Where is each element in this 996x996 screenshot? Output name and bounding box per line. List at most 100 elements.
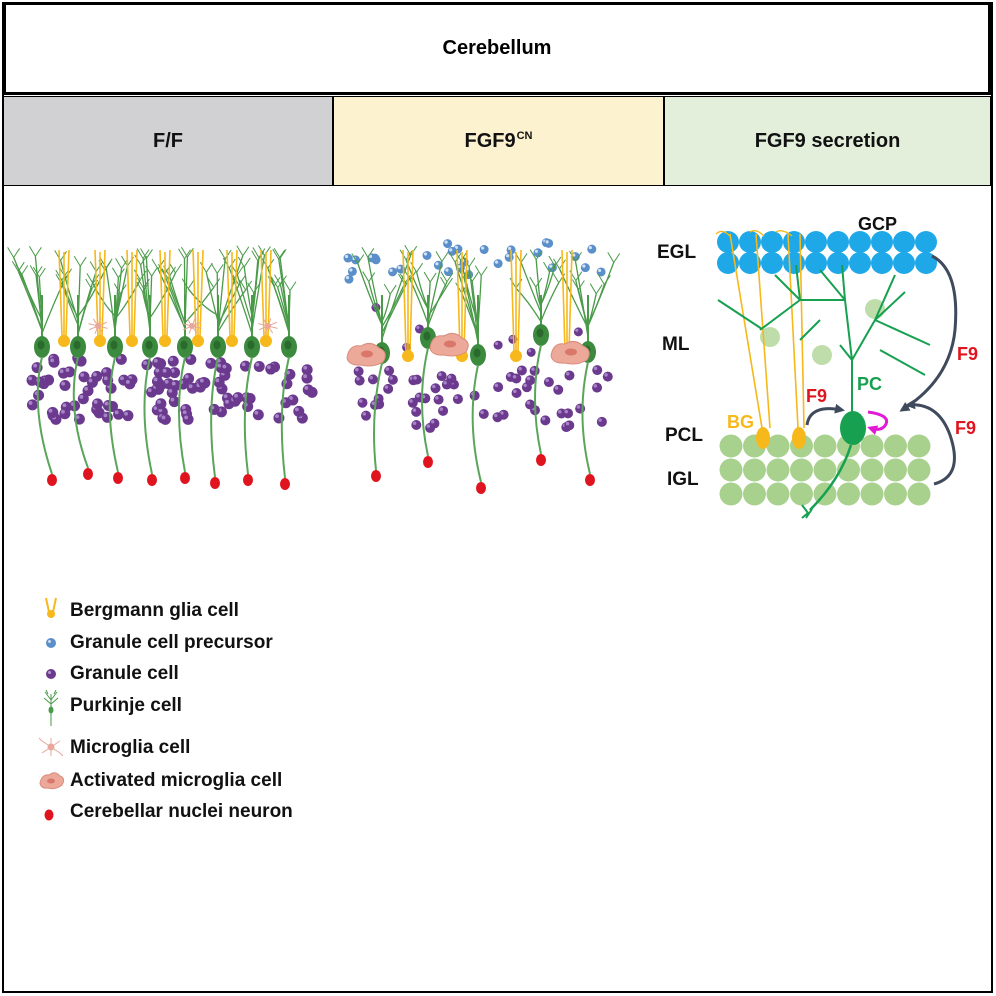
granule-cell xyxy=(63,366,75,378)
granule-cell xyxy=(529,365,540,376)
granule-cell xyxy=(884,434,907,458)
panel-ff-illustration xyxy=(7,245,318,490)
granule-cell xyxy=(596,416,607,427)
granule-cell xyxy=(540,415,551,426)
granule-precursor xyxy=(587,244,597,254)
granule-cell xyxy=(907,458,931,482)
granule-cell xyxy=(242,401,254,413)
column-header-fgf9-secretion: FGF9 secretion xyxy=(664,96,991,186)
granule-precursor xyxy=(871,252,893,274)
secretion-arrow-to-bg xyxy=(805,403,845,426)
granule-cell xyxy=(46,407,58,419)
granule-cell xyxy=(436,371,447,382)
granule-cell xyxy=(293,405,305,417)
cerebellar-nuclei-neuron xyxy=(47,474,57,486)
granule-cell xyxy=(220,362,232,374)
granule-cell xyxy=(91,370,103,382)
cerebellar-nuclei-neuron xyxy=(536,454,546,466)
granule-cell xyxy=(526,347,536,357)
panel-fgf9cn-illustration xyxy=(343,238,621,494)
cerebellar-nuclei-neuron xyxy=(585,474,595,486)
granule-cell xyxy=(760,327,780,347)
granule-precursor xyxy=(580,263,590,273)
bergmann-glia xyxy=(58,249,70,347)
granule-cell xyxy=(602,371,613,382)
legend-label: Purkinje cell xyxy=(70,695,182,716)
granule-cell xyxy=(26,399,38,411)
microglia-icon xyxy=(38,737,64,757)
granule-cell xyxy=(301,372,313,384)
purkinje-cell xyxy=(7,246,73,475)
granule-precursor xyxy=(805,231,827,253)
granule-cell xyxy=(152,357,164,369)
granule-cell xyxy=(198,377,210,389)
granule-cell xyxy=(743,458,766,482)
granule-cell xyxy=(719,458,743,482)
granule-precursor xyxy=(849,231,871,253)
f9-label-igl: F9 xyxy=(955,418,976,438)
granule-precursor xyxy=(805,252,827,274)
granule-cell xyxy=(884,482,907,506)
cerebellar-nuclei-neuron xyxy=(476,482,486,494)
autocrine-arrow xyxy=(867,410,889,435)
bergmann-glia xyxy=(192,249,204,347)
panel-secretion-schematic xyxy=(715,229,958,519)
granule-cell xyxy=(101,411,113,423)
secretion-arrow-to-gcp xyxy=(899,254,958,412)
granule-cell xyxy=(478,408,489,419)
bergmann-glia xyxy=(510,249,522,362)
granule-precursor xyxy=(761,252,783,274)
granule-cell xyxy=(743,482,766,506)
granule-precursor xyxy=(761,231,783,253)
granule-cell xyxy=(860,434,884,458)
purkinje-soma xyxy=(840,411,866,445)
granule-cell xyxy=(182,413,194,425)
granule-cell xyxy=(34,376,46,388)
granule-precursor xyxy=(849,252,871,274)
granule-cell xyxy=(252,409,264,421)
granule-cell xyxy=(790,482,813,506)
granule-cell xyxy=(813,458,837,482)
microglia xyxy=(258,318,278,334)
cerebellar-nuclei-icon xyxy=(44,809,54,821)
legend-item: Granule cell xyxy=(38,662,179,686)
granule-cell xyxy=(884,458,907,482)
granule-cell xyxy=(367,374,378,385)
granule-precursor-icon xyxy=(46,638,56,648)
legend-item: Activated microglia cell xyxy=(38,769,282,793)
granule-precursor xyxy=(479,245,489,255)
column-label-fgf9-secretion: FGF9 secretion xyxy=(754,129,901,152)
granule-cell xyxy=(766,482,790,506)
granule-cell-icon xyxy=(46,669,56,679)
granule-precursor xyxy=(443,239,453,249)
purkinje-cell xyxy=(134,248,182,475)
cerebellar-nuclei-neuron xyxy=(210,477,220,489)
granule-cell xyxy=(159,413,171,425)
bergmann-glia-icon xyxy=(45,597,57,618)
bg-label: BG xyxy=(727,412,754,432)
granule-cell xyxy=(562,408,573,419)
granule-precursor xyxy=(596,267,606,277)
granule-precursor xyxy=(871,231,893,253)
cerebellar-nuclei-neuron xyxy=(243,474,253,486)
granule-precursor xyxy=(893,252,915,274)
legend-item: Cerebellar nuclei neuron xyxy=(38,800,293,824)
column-label-ff: F/F xyxy=(153,129,183,152)
granule-precursor xyxy=(493,259,503,269)
granule-precursor xyxy=(343,253,353,263)
microglia xyxy=(182,318,202,334)
granule-cell xyxy=(592,382,603,393)
granule-cell xyxy=(564,370,575,381)
granule-cell xyxy=(575,403,586,414)
granule-cell xyxy=(907,434,931,458)
granule-cell xyxy=(492,412,503,423)
granule-precursor xyxy=(893,231,915,253)
granule-cell xyxy=(383,383,394,394)
granule-precursor xyxy=(827,252,849,274)
granule-cell xyxy=(253,360,265,372)
purkinje-cell xyxy=(261,248,297,479)
cerebellar-nuclei-neuron xyxy=(113,472,123,484)
granule-cell xyxy=(719,482,743,506)
granule-cell xyxy=(812,345,832,365)
